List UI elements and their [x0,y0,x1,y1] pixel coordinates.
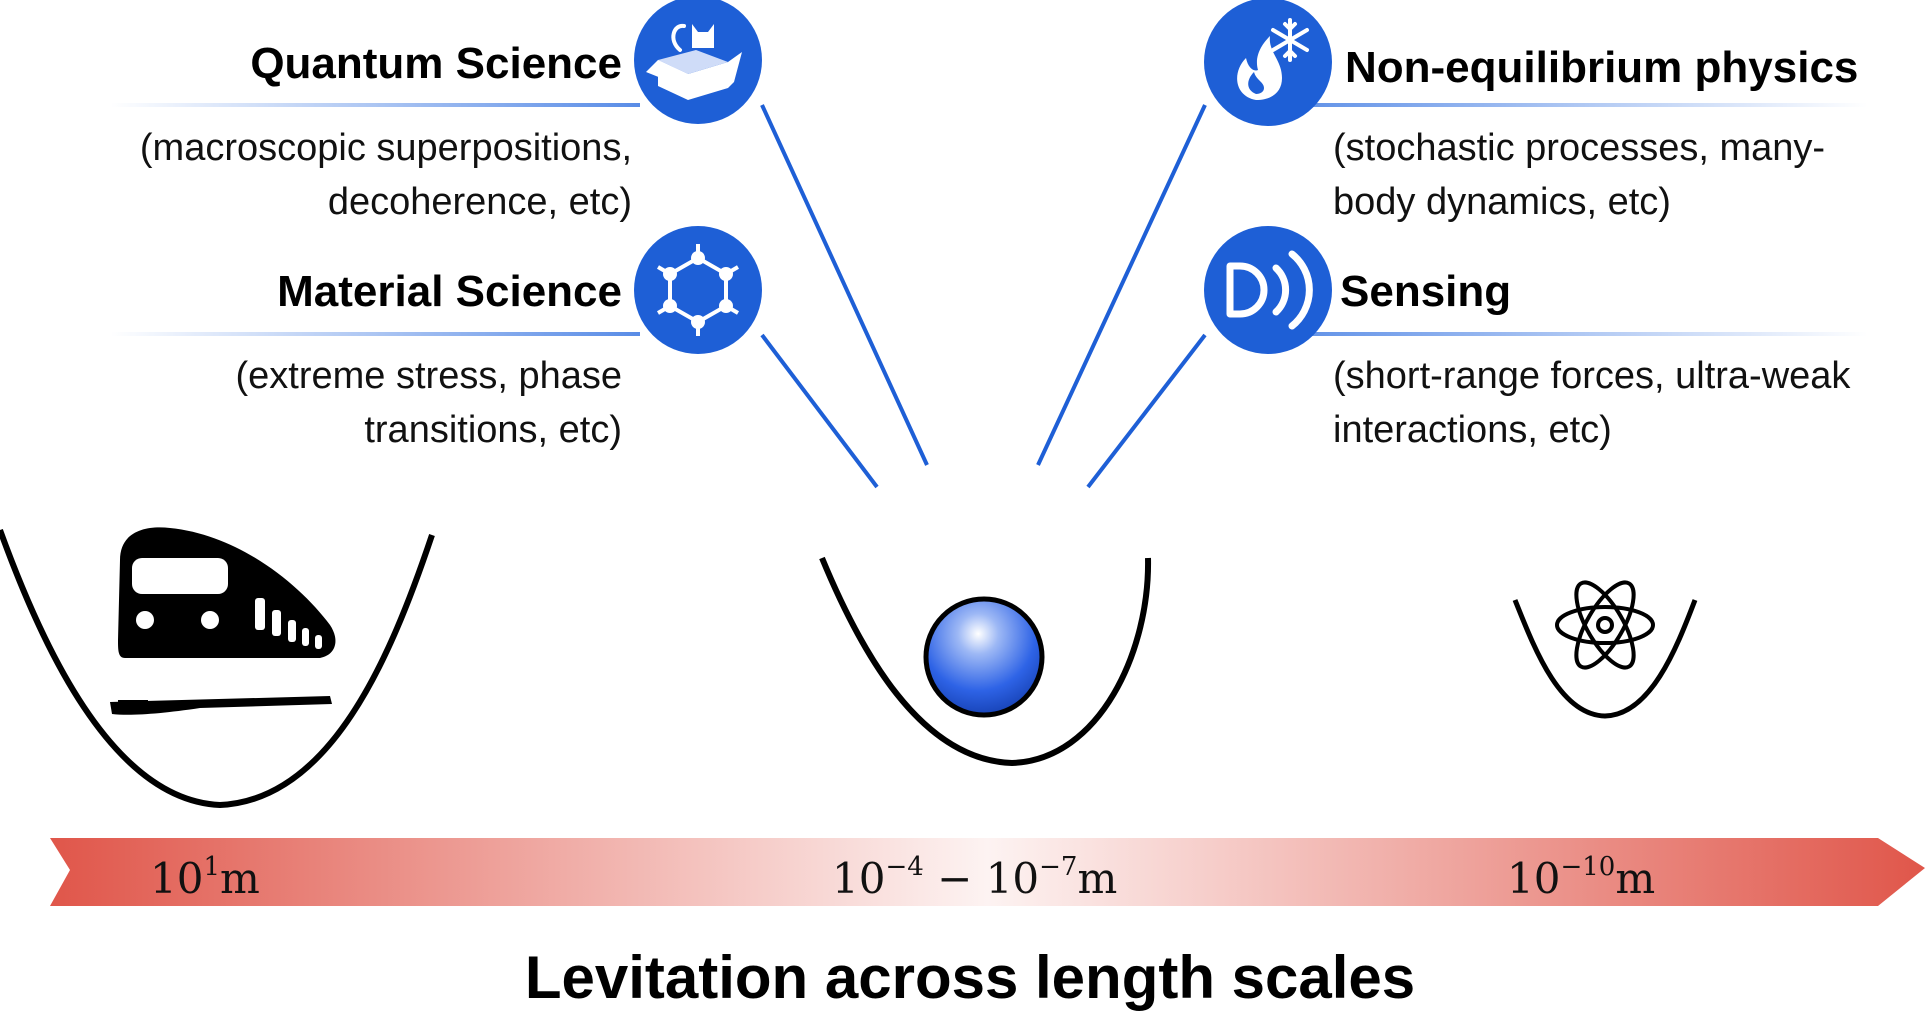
underline-quantum [110,103,640,107]
trap-medium [819,556,1152,767]
length-scale-arrow [50,838,1925,906]
underline-material [110,332,640,336]
connector-nonequilibrium [1036,104,1207,466]
desc-material-line2: transitions, etc) [364,409,622,451]
connector-quantum [760,104,929,466]
flame-snowflake-icon [1204,0,1332,126]
desc-quantum-line1: (macroscopic superpositions, [140,127,632,169]
hexagon-molecule-icon [634,226,762,354]
application-material: Material Science (extreme stress, phase … [110,226,879,489]
title-material: Material Science [277,267,622,316]
desc-nonequilibrium-line2: body dynamics, etc) [1333,181,1671,223]
cat-in-box-icon [634,0,762,124]
underline-nonequilibrium [1268,103,1868,107]
desc-sensing-line1: (short-range forces, ultra-weak [1333,355,1851,397]
levitated-sphere [923,596,1045,718]
desc-nonequilibrium-line1: (stochastic processes, many- [1333,127,1825,169]
train-icon [110,527,336,715]
title-nonequilibrium: Non-equilibrium physics [1345,43,1858,92]
application-nonequilibrium: Non-equilibrium physics (stochastic proc… [1036,0,1868,466]
atom-icon [1555,580,1655,670]
scale-label-train: 101m [150,852,260,903]
title-quantum: Quantum Science [250,39,622,88]
title-sensing: Sensing [1340,267,1511,316]
underline-sensing [1268,332,1868,336]
connector-material [760,333,879,489]
sensor-waves-icon [1204,226,1332,354]
scale-label-atom: 10−10m [1507,852,1655,903]
trap-large [0,528,435,809]
application-sensing: Sensing (short-range forces, ultra-weak … [1086,226,1868,489]
scale-label-particle: 10−4 − 10−7m [832,852,1117,903]
application-quantum: Quantum Science (macroscopic superpositi… [110,0,929,466]
desc-sensing-line2: interactions, etc) [1333,409,1612,451]
connector-sensing [1086,333,1207,489]
diagram-caption: Levitation across length scales [525,944,1415,1011]
desc-material-line1: (extreme stress, phase [236,355,622,397]
desc-quantum-line2: decoherence, etc) [328,181,632,223]
trap-small [1512,599,1698,719]
